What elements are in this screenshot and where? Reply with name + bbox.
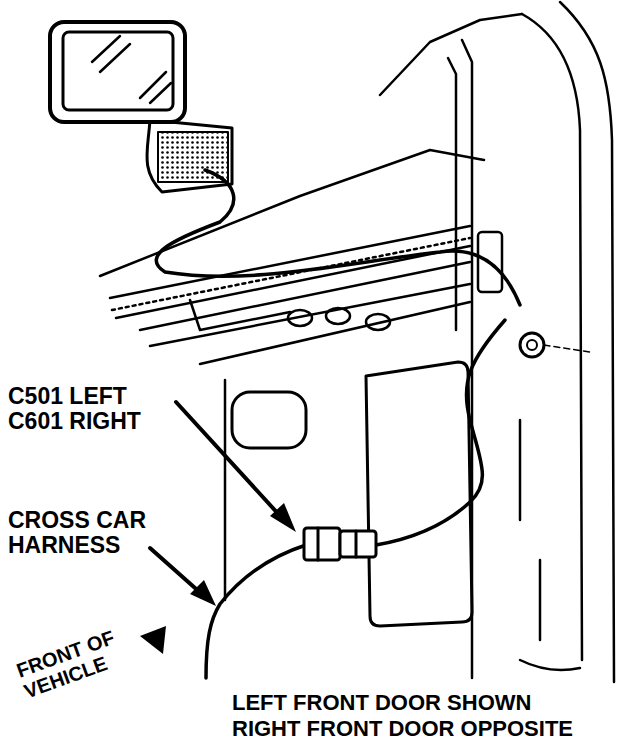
connector-label: C601 RIGHT (8, 409, 141, 434)
connector (304, 528, 376, 560)
door-frame (100, 2, 614, 682)
nut (520, 333, 544, 357)
arrowhead (190, 580, 216, 606)
leader-line (150, 402, 282, 596)
direction-label: FRONT OF VEHICLE (14, 622, 140, 703)
arrowhead (270, 503, 296, 532)
note-text: LEFT FRONT DOOR SHOWN (232, 691, 531, 715)
note-text: RIGHT FRONT DOOR OPPOSITE (232, 717, 573, 741)
nut (527, 340, 537, 350)
mirror (50, 22, 232, 192)
connector-label: C501 LEFT (8, 384, 127, 409)
direction-arrow (140, 626, 166, 654)
harness (156, 170, 520, 678)
harness-label: CROSS CAR HARNESS (8, 508, 158, 558)
